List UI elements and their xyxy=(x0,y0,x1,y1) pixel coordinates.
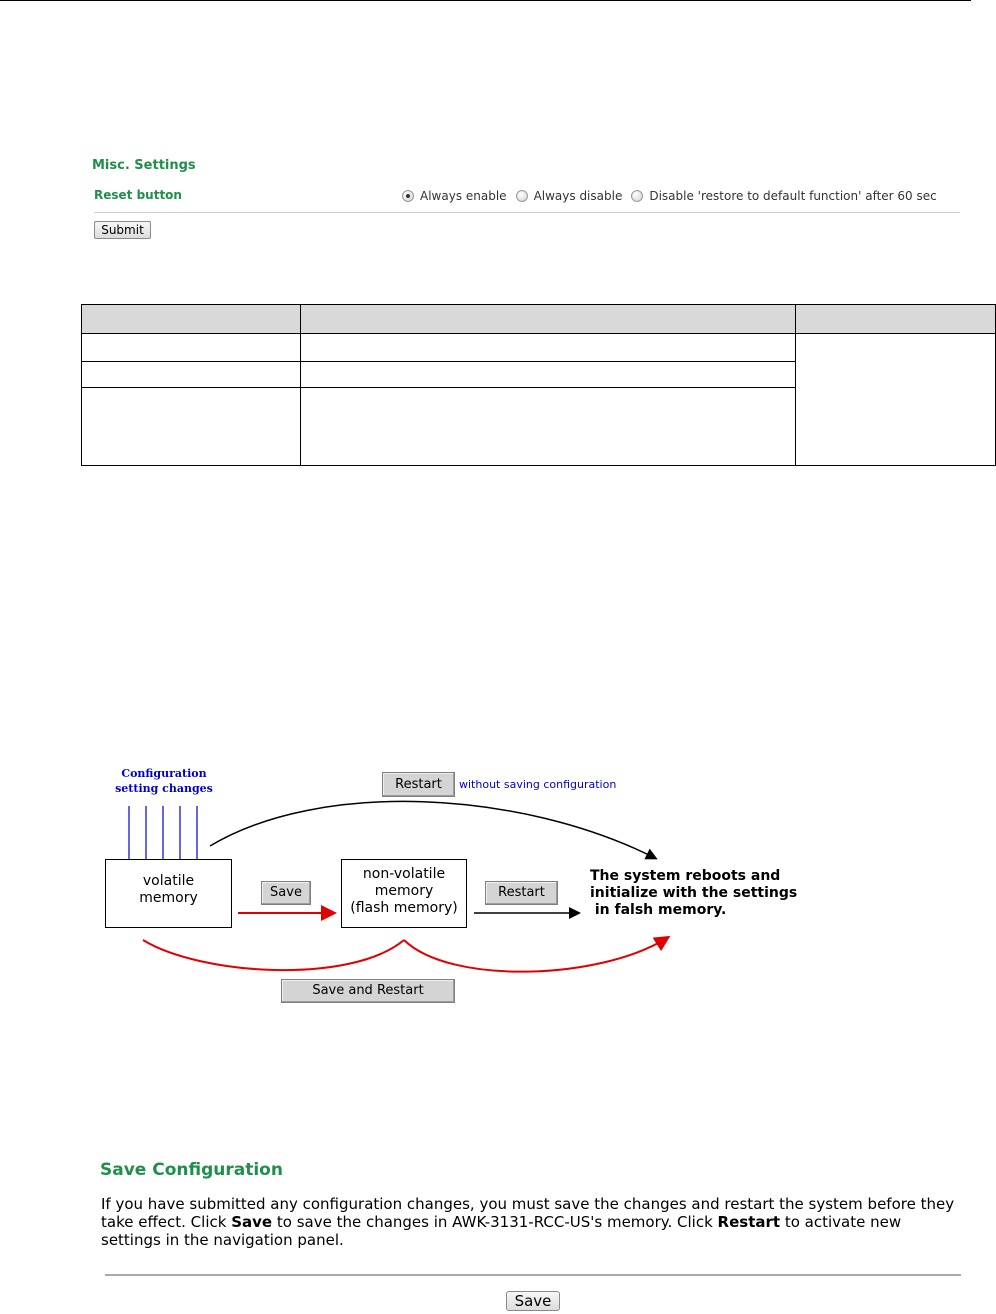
reboot-line1: The system reboots and xyxy=(590,868,781,884)
save-button-diagram[interactable]: Save xyxy=(261,881,311,905)
nonvolatile-line1: non-volatile xyxy=(362,866,446,882)
radio-always-enable-label[interactable]: Always enable xyxy=(420,189,507,203)
table-header-cell xyxy=(795,304,996,334)
reboot-line3: in falsh memory. xyxy=(590,902,727,918)
radio-always-disable[interactable] xyxy=(515,190,528,202)
table-cell xyxy=(795,333,996,466)
save-button[interactable]: Save xyxy=(506,1291,560,1311)
config-label-line1: Configuration xyxy=(121,767,207,780)
volatile-line1: volatile xyxy=(142,873,195,889)
restart-without-saving-curve xyxy=(209,800,658,860)
nonvolatile-line3: (flash memory) xyxy=(350,900,458,916)
volatile-memory-box xyxy=(105,859,232,928)
radio-always-disable-label[interactable]: Always disable xyxy=(533,189,623,203)
reset-button-options: Always enable Always disable Disable 're… xyxy=(402,189,946,203)
page-top-rule xyxy=(0,0,971,1)
save-configuration-title: Save Configuration xyxy=(100,1160,283,1180)
table-row xyxy=(81,333,996,466)
radio-disable-restore[interactable] xyxy=(631,190,644,202)
desc-text-1: If you have submitted any configuration … xyxy=(101,1195,955,1231)
config-label-line2: setting changes xyxy=(115,782,213,795)
restart-button-diagram[interactable]: Restart xyxy=(485,881,558,905)
nonvolatile-line2: memory xyxy=(374,883,434,899)
config-change-arrows xyxy=(124,806,202,871)
desc-bold-restart: Restart xyxy=(717,1213,781,1231)
save-and-restart-button[interactable]: Save and Restart xyxy=(281,979,455,1003)
reset-button-label: Reset button xyxy=(94,188,182,202)
table-row xyxy=(81,361,996,388)
table-cell xyxy=(81,387,301,466)
volatile-line2: memory xyxy=(139,890,198,906)
save-and-restart-curve-right xyxy=(403,935,671,973)
table-row xyxy=(81,387,996,466)
table-header-cell xyxy=(81,304,301,334)
desc-text-2: to save the changes in AWK-3131-RCC-US's… xyxy=(272,1213,718,1231)
reboot-line2: initialize with the settings xyxy=(590,885,798,901)
table-header-row xyxy=(81,304,996,334)
restart-button-top[interactable]: Restart xyxy=(382,772,455,797)
save-and-restart-curve-left xyxy=(142,939,405,972)
submit-button[interactable]: Submit xyxy=(94,221,151,239)
settings-table xyxy=(81,304,996,466)
nonvolatile-memory-box xyxy=(341,859,467,928)
table-cell xyxy=(300,333,796,362)
volatile-memory-label: volatile memory xyxy=(105,873,232,907)
desc-text-3: to activate new settings in the navigati… xyxy=(101,1213,902,1249)
save-configuration-divider xyxy=(105,1274,961,1276)
misc-settings-divider xyxy=(94,212,960,213)
config-changes-label: Configuration setting changes xyxy=(108,766,220,796)
nonvolatile-memory-label: non-volatile memory (flash memory) xyxy=(341,866,467,917)
radio-disable-restore-label[interactable]: Disable 'restore to default function' af… xyxy=(649,189,937,203)
save-configuration-description: If you have submitted any configuration … xyxy=(101,1195,961,1249)
restart-note: without saving configuration xyxy=(459,778,617,791)
misc-settings-title: Misc. Settings xyxy=(92,158,196,173)
table-cell xyxy=(300,387,796,466)
desc-bold-save: Save xyxy=(231,1213,273,1231)
radio-always-enable[interactable] xyxy=(402,190,414,202)
table-cell xyxy=(81,361,301,388)
table-header-cell xyxy=(300,304,796,334)
